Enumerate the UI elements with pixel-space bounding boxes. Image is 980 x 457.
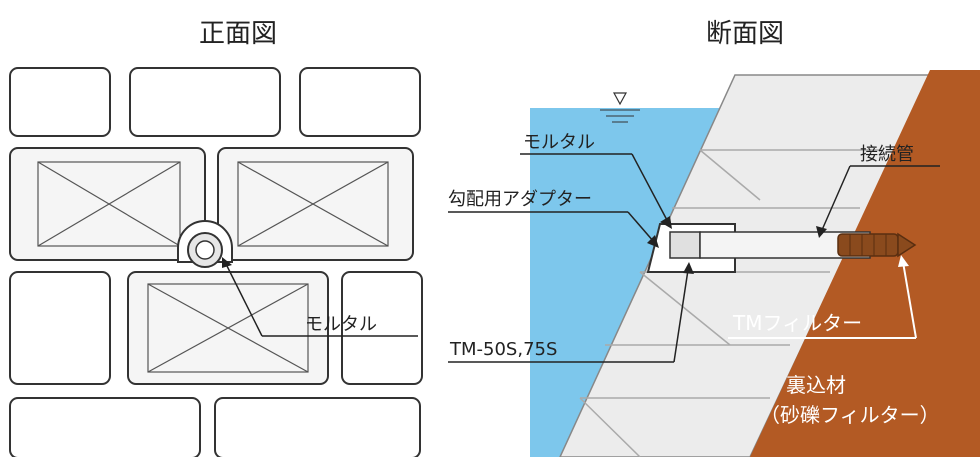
label-mortar-front: モルタル [305,314,377,335]
callout-mortar-front: モルタル [222,257,418,337]
block-face-cross-marks [37,161,389,373]
label-slope-adapter: 勾配用アダプター [448,189,592,210]
callout-connecting-pipe: 接続管 [816,144,940,238]
label-backfill-line2: （砂礫フィルター） [760,403,940,427]
label-mortar-section: モルタル [523,132,595,153]
label-tm-model: TM-50S,75S [449,339,557,360]
callout-tm-filter: TMフィルター [728,255,917,339]
section-view: 断面図 [448,19,980,457]
section-view-title: 断面図 [706,19,784,49]
front-view: 正面図 [9,19,423,457]
front-view-title: 正面図 [199,19,277,49]
callout-tm-model: TM-50S,75S [448,262,694,363]
label-tm-filter: TMフィルター [732,311,862,335]
label-connecting-pipe: 接続管 [860,144,914,165]
tm-filter [837,232,917,258]
callout-mortar-section: モルタル [520,132,672,229]
label-backfill-line1: 裏込材 [786,373,846,397]
water-level-triangle-icon [600,92,640,123]
drain-outlet-front [177,220,233,268]
callout-slope-adapter: 勾配用アダプター [448,189,659,248]
